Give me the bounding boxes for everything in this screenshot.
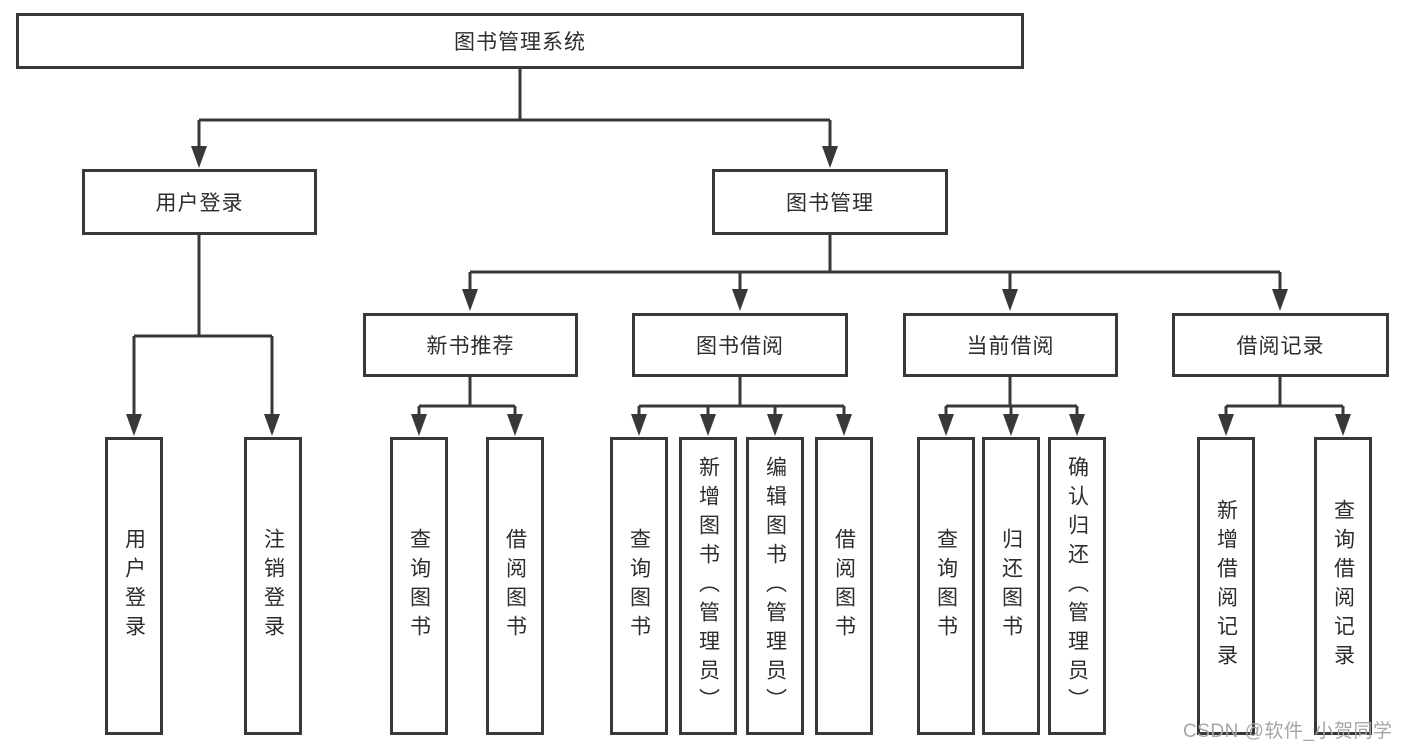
leaf-return-books-label: 归还图书 [999,528,1023,644]
leaf-query-borrow-record: 查询借阅记录 [1314,437,1372,735]
node-user-login: 用户登录 [82,169,317,235]
leaf-add-books-admin: 新增图书（管理员） [679,437,737,735]
leaf-add-borrow-record-label: 新增借阅记录 [1214,499,1238,673]
leaf-query-borrow-record-label: 查询借阅记录 [1331,499,1355,673]
leaf-borrow-books: 借阅图书 [815,437,873,735]
leaf-current-query-books-label: 查询图书 [934,528,958,644]
leaf-borrow-books-label: 借阅图书 [832,528,856,644]
leaf-confirm-return-admin-label: 确认归还（管理员） [1065,455,1089,717]
leaf-logout-label: 注销登录 [261,528,285,644]
watermark: CSDN @软件_小贺同学 [1183,721,1393,742]
leaf-user-login-label: 用户登录 [122,528,146,644]
leaf-confirm-return-admin: 确认归还（管理员） [1048,437,1106,735]
leaf-add-books-admin-label: 新增图书（管理员） [696,455,720,717]
leaf-user-login: 用户登录 [105,437,163,735]
leaf-recommend-query-books: 查询图书 [390,437,448,735]
node-borrowing-records: 借阅记录 [1172,313,1389,377]
arrowheads [126,146,1351,436]
node-book-management: 图书管理 [712,169,948,235]
leaf-add-borrow-record: 新增借阅记录 [1197,437,1255,735]
leaf-edit-books-admin-label: 编辑图书（管理员） [763,455,787,717]
node-borrowing-records-label: 借阅记录 [1236,335,1325,358]
leaf-recommend-query-books-label: 查询图书 [407,528,431,644]
node-book-borrowing: 图书借阅 [632,313,848,377]
node-current-borrowing: 当前借阅 [903,313,1118,377]
node-library-system-label: 图书管理系统 [454,31,586,54]
leaf-borrowing-query-books: 查询图书 [610,437,668,735]
node-book-management-label: 图书管理 [786,192,874,215]
node-current-borrowing-label: 当前借阅 [966,335,1055,358]
node-book-borrowing-label: 图书借阅 [696,335,784,358]
leaf-recommend-borrow-books-label: 借阅图书 [503,528,527,644]
node-user-login-label: 用户登录 [155,192,244,215]
node-library-system: 图书管理系统 [16,13,1024,69]
leaf-recommend-borrow-books: 借阅图书 [486,437,544,735]
leaf-borrowing-query-books-label: 查询图书 [627,528,651,644]
node-new-book-recommendation-label: 新书推荐 [426,335,515,358]
leaf-return-books: 归还图书 [982,437,1040,735]
node-new-book-recommendation: 新书推荐 [363,313,578,377]
leaf-edit-books-admin: 编辑图书（管理员） [746,437,804,735]
leaf-current-query-books: 查询图书 [917,437,975,735]
leaf-logout: 注销登录 [244,437,302,735]
